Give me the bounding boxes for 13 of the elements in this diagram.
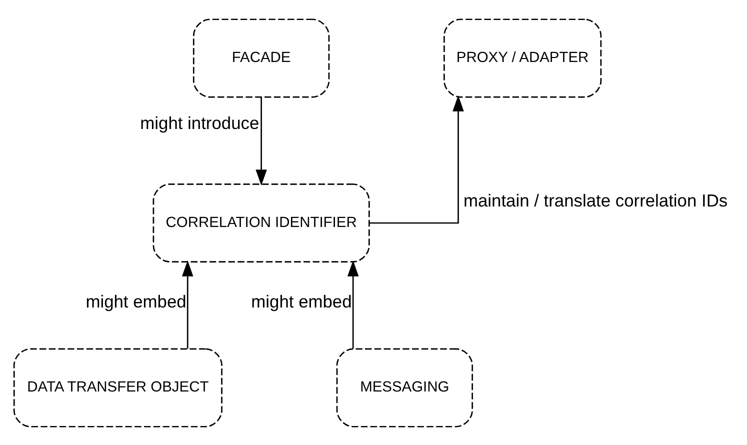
node-box: DATA TRANSFER OBJECT	[13, 348, 222, 427]
node-box: PROXY / ADAPTER	[444, 18, 602, 98]
edge-label: might embed	[251, 290, 352, 311]
node-box: CORRELATION IDENTIFIER	[152, 182, 370, 262]
arrow	[347, 260, 359, 348]
edge-label: might introduce	[140, 112, 260, 132]
arrow	[370, 94, 464, 224]
arrow	[256, 96, 267, 186]
arrow	[182, 260, 194, 348]
node-box: FACADE	[192, 18, 330, 98]
edge-label: maintain / translate correlation IDs	[464, 190, 728, 210]
node-box: MESSAGING	[336, 348, 473, 427]
edge-label: might embed	[86, 290, 186, 311]
